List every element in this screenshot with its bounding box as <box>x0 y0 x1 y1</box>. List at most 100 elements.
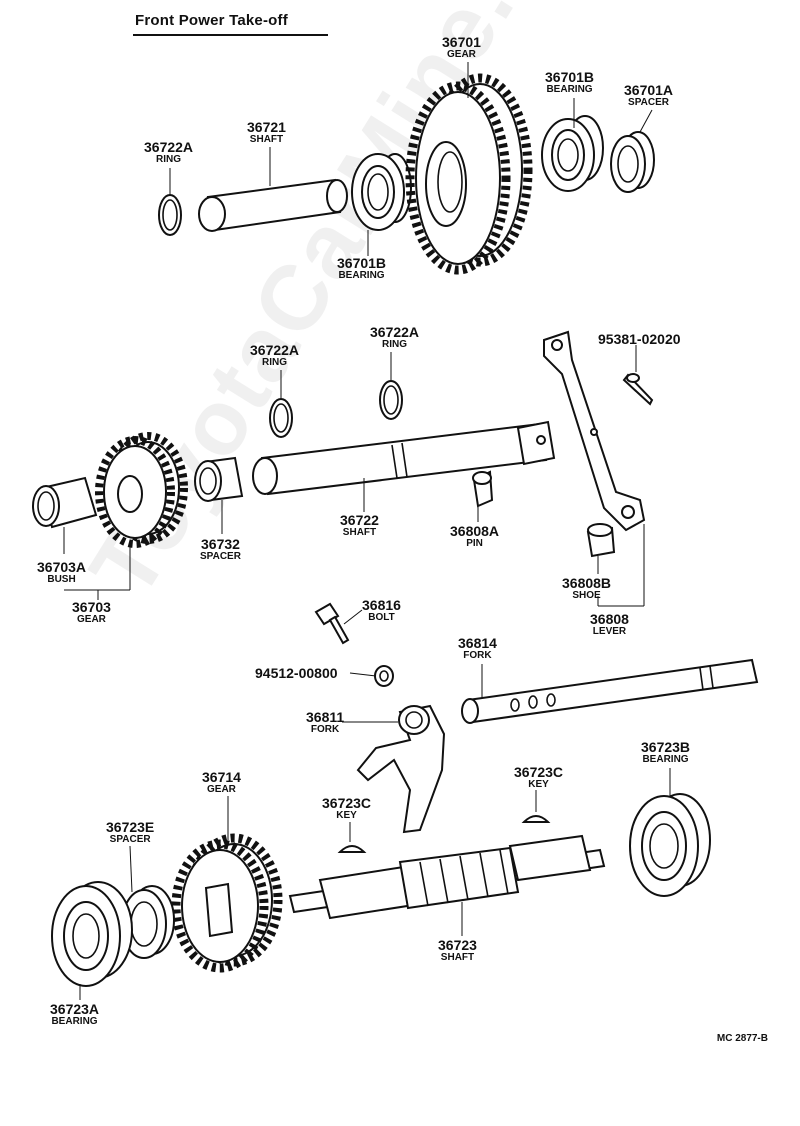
shaft-36722-drawing <box>252 420 556 496</box>
title-underline <box>133 34 328 36</box>
bush-36703A-drawing <box>32 476 98 529</box>
label-36703A-bush: 36703A BUSH <box>37 560 86 585</box>
part-number: 36714 <box>202 769 241 785</box>
gear-36714-drawing <box>171 833 283 973</box>
part-number: 36808B <box>562 575 612 591</box>
label-36723C-key-right: 36723C KEY <box>514 765 563 790</box>
part-number: 36722A <box>250 342 300 358</box>
part-number: 36701B <box>545 69 595 85</box>
part-name: BEARING <box>51 1016 98 1027</box>
part-number: 36723A <box>50 1001 100 1017</box>
leader-lines <box>63 62 671 1000</box>
label-36722A-ring-mid1: 36722A RING <box>250 343 299 368</box>
label-36722A-ring-mid2: 36722A RING <box>370 325 419 350</box>
label-36723E-spacer: 36723E SPACER <box>106 820 154 845</box>
label-36723A-bearing: 36723A BEARING <box>50 1002 99 1027</box>
drawing-code: MC 2877-B <box>716 1033 768 1044</box>
part-number: 36722 <box>340 512 379 528</box>
part-name: RING <box>262 357 288 368</box>
part-name: LEVER <box>592 626 627 637</box>
ring-36722A-mid2-drawing <box>379 380 403 420</box>
label-36811-fork: 36811 FORK <box>306 710 344 735</box>
label-36722A-ring-top: 36722A RING <box>144 140 193 165</box>
part-number: 36808 <box>590 611 629 627</box>
bearing-36723A-drawing <box>51 881 133 987</box>
key-36723C-left-drawing <box>337 845 367 853</box>
part-name: PIN <box>466 538 483 549</box>
part-name: BEARING <box>642 754 689 765</box>
part-number: 36723C <box>322 795 372 811</box>
part-number: 36808A <box>450 523 500 539</box>
key-36723C-right-drawing <box>521 815 551 823</box>
part-name: SHAFT <box>342 527 377 538</box>
label-36701A-spacer: 36701A SPACER <box>624 83 673 108</box>
part-name: BEARING <box>338 270 385 281</box>
washer-94512-drawing <box>374 665 394 687</box>
part-number: 36814 <box>458 635 497 651</box>
label-36808-lever: 36808 LEVER <box>590 612 629 637</box>
part-number: 36723C <box>514 764 564 780</box>
fork-36811-drawing <box>356 704 446 834</box>
part-name: GEAR <box>77 614 106 625</box>
part-name: RING <box>382 339 408 350</box>
part-name: SPACER <box>200 551 241 562</box>
part-name: SHAFT <box>440 952 475 963</box>
label-36723-shaft: 36723 SHAFT <box>438 938 477 963</box>
label-36808B-shoe: 36808B SHOE <box>562 576 611 601</box>
part-number: 95381-02020 <box>598 331 681 347</box>
part-number: 36732 <box>201 536 240 552</box>
part-name: KEY <box>528 779 549 790</box>
label-36723B-bearing: 36723B BEARING <box>641 740 690 765</box>
part-name: SHAFT <box>249 134 284 145</box>
part-number: 36723 <box>438 937 477 953</box>
shaft-36721-drawing <box>198 178 348 232</box>
part-number: 36701 <box>442 34 481 50</box>
part-number: 36701B <box>337 255 387 271</box>
ring-36722A-mid1-drawing <box>269 398 293 438</box>
gear-36703-drawing <box>95 432 188 548</box>
part-name: KEY <box>336 810 357 821</box>
part-number: 36703 <box>72 599 111 615</box>
shoe-36808B-drawing <box>586 523 616 558</box>
label-36814-fork: 36814 FORK <box>458 636 497 661</box>
label-36701B-bearing-top: 36701B BEARING <box>545 70 594 95</box>
gear-36701-drawing <box>405 73 533 275</box>
part-name: SPACER <box>109 834 151 845</box>
label-36808A-pin: 36808A PIN <box>450 524 499 549</box>
spacer-36701A-drawing <box>610 131 655 193</box>
label-36714-gear: 36714 GEAR <box>202 770 241 795</box>
bearing-36701B-top-right-drawing <box>541 115 604 192</box>
spacer-36732-drawing <box>194 456 244 502</box>
part-name: BOLT <box>368 612 395 623</box>
part-number: 36721 <box>247 119 286 135</box>
pin-36808A-drawing <box>472 470 494 508</box>
label-36816-bolt: 36816 BOLT <box>362 598 401 623</box>
part-number: 36723E <box>106 819 155 835</box>
label-36732-spacer: 36732 SPACER <box>200 537 241 562</box>
part-number: 36701A <box>624 82 674 98</box>
lever-36808-drawing <box>543 330 646 532</box>
part-name: SHOE <box>572 590 601 601</box>
bolt-36816-drawing <box>314 602 350 645</box>
part-number: 36723B <box>641 739 691 755</box>
part-number: 94512-00800 <box>255 665 338 681</box>
part-name: GEAR <box>447 49 476 60</box>
label-36723C-key-left: 36723C KEY <box>322 796 371 821</box>
part-number: 36722A <box>144 139 194 155</box>
part-name: BUSH <box>47 574 76 585</box>
part-name: BEARING <box>546 84 593 95</box>
label-94512-00800: 94512-00800 <box>255 666 338 680</box>
label-36703-gear: 36703 GEAR <box>72 600 111 625</box>
part-name: FORK <box>310 724 340 735</box>
part-number: 36816 <box>362 597 401 613</box>
part-number: 36811 <box>306 709 345 725</box>
cotter-pin-95381-drawing <box>622 373 654 406</box>
label-36701B-bearing-bottom: 36701B BEARING <box>337 256 386 281</box>
part-number: 36703A <box>37 559 87 575</box>
label-95381-02020: 95381-02020 <box>598 332 681 346</box>
part-name: GEAR <box>207 784 236 795</box>
diagram-title: Front Power Take-off <box>135 12 288 29</box>
label-36701-gear: 36701 GEAR <box>442 35 481 60</box>
part-name: SPACER <box>628 97 669 108</box>
